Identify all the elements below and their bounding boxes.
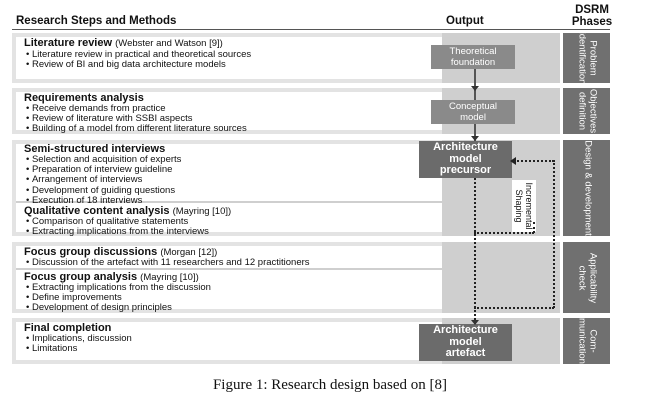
output-architecture-model-artefact: Architecture model artefact: [419, 324, 512, 361]
list-item: Preparation of interview guideline: [26, 164, 181, 175]
list-item: Selection and acquisition of experts: [26, 154, 181, 165]
phase-design-development: Design & development: [563, 140, 610, 236]
phase-applicability-check: Applicability check: [563, 242, 610, 313]
list-item: Implications, discussion: [26, 333, 132, 344]
list-item: Arrangement of interviews: [26, 175, 181, 185]
output-architecture-model-precursor: Architecture model precursor: [419, 141, 512, 178]
header-rule: [12, 29, 610, 30]
list-item: Execution of 18 interviews: [26, 195, 181, 206]
output-conceptual-model: Conceptual model: [431, 100, 515, 124]
arrowhead: [510, 157, 516, 165]
section-divider: [16, 201, 442, 203]
loop-dotted-line: [474, 307, 554, 309]
arrowhead: [471, 86, 479, 91]
flow-dotted-line: [474, 178, 476, 324]
loop-dotted-line: [533, 222, 535, 233]
block-title: Literature review (Webster and Watson [9…: [24, 37, 223, 49]
output-theoretical-foundation: Theoretical foundation: [431, 45, 515, 69]
list-item: Development of design principles: [26, 303, 211, 313]
bullet-list: Receive demands from practice Review of …: [26, 103, 247, 135]
header-phases: DSRM Phases: [571, 4, 613, 28]
list-item: Development of guiding questions: [26, 185, 181, 196]
list-item: Comparison of qualitative statements: [26, 216, 209, 227]
section-applicability-check: [12, 242, 560, 313]
flow-line: [474, 124, 476, 141]
bullet-list: Discussion of the artefact with 11 resea…: [26, 257, 310, 268]
loop-dotted-line: [553, 160, 555, 308]
loop-dotted-line: [474, 232, 534, 234]
arrowhead: [471, 320, 479, 325]
header-steps: Research Steps and Methods: [16, 15, 177, 27]
list-item: Literature review in practical and theor…: [26, 49, 251, 60]
phase-communication: Com- munication: [563, 318, 610, 364]
list-item: Limitations: [26, 343, 132, 354]
block-title: Qualitative content analysis (Mayring [1…: [24, 205, 232, 217]
block-title: Focus group discussions (Morgan [12]): [24, 246, 218, 258]
list-item: Extracting implications from the intervi…: [26, 226, 209, 237]
loop-dotted-line: [514, 160, 554, 162]
arrowhead: [471, 136, 479, 141]
section-divider: [16, 268, 442, 270]
list-item: Receive demands from practice: [26, 103, 247, 114]
phase-objectives-definition: Objectives definition: [563, 88, 610, 134]
incremental-shaping-label: Incremental Shaping: [512, 180, 536, 232]
list-item: Extracting implications from the discuss…: [26, 282, 211, 293]
phase-problem-identification: Problem identification: [563, 32, 610, 84]
bullet-list: Comparison of qualitative statements Ext…: [26, 216, 209, 237]
flow-line: [474, 69, 476, 100]
bullet-list: Literature review in practical and theor…: [26, 49, 251, 70]
list-item: Review of BI and big data architecture m…: [26, 59, 251, 70]
list-item: Define improvements: [26, 292, 211, 303]
block-title: Requirements analysis: [24, 92, 144, 104]
block-title: Focus group analysis (Mayring [10]): [24, 271, 199, 283]
bullet-list: Selection and acquisition of experts Pre…: [26, 154, 181, 206]
header-output: Output: [446, 15, 484, 27]
block-title: Semi-structured interviews: [24, 143, 166, 155]
list-item: Review of literature with SSBI aspects: [26, 113, 247, 124]
block-title: Final completion: [24, 322, 112, 334]
list-item: Discussion of the artefact with 11 resea…: [26, 257, 310, 268]
bullet-list: Extracting implications from the discuss…: [26, 282, 211, 314]
figure-caption: Figure 1: Research design based on [8]: [212, 377, 448, 393]
list-item: Building of a model from different liter…: [26, 124, 247, 134]
bullet-list: Implications, discussion Limitations: [26, 333, 132, 354]
